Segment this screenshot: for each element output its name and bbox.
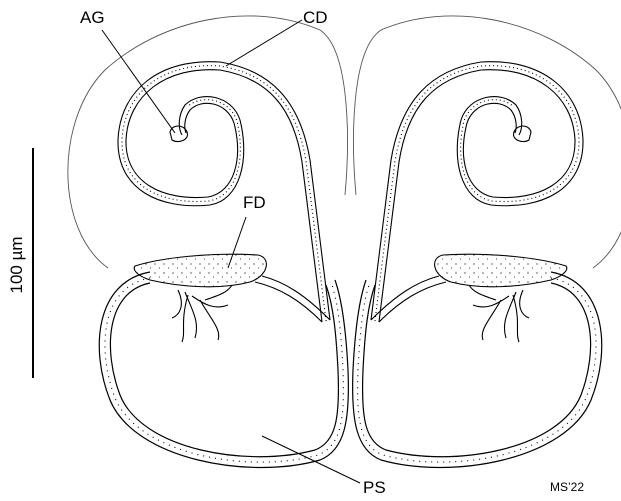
label-fd: FD [243,193,266,212]
artist-signature: MS’22 [550,480,584,494]
label-ag: AG [80,8,105,27]
label-ps: PS [363,478,386,497]
right-spermatheca [353,16,621,468]
scale-bar-label: 100 µm [7,236,26,293]
leader-cd [226,20,302,66]
label-cd: CD [303,8,328,27]
leader-ps [262,436,360,483]
left-spermatheca [68,16,349,468]
